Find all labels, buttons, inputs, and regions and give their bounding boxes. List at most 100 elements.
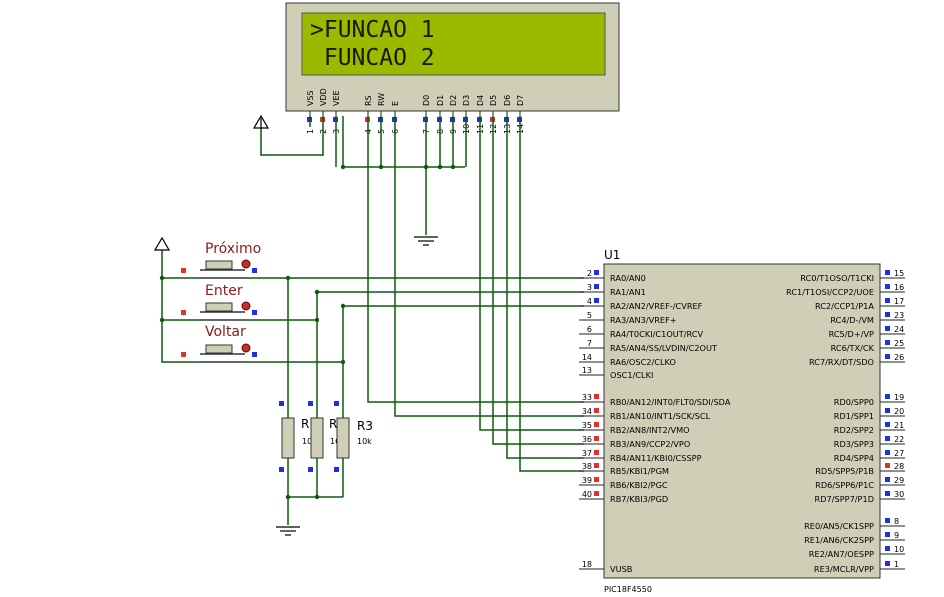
mcu-pin-number: 13 (582, 366, 592, 375)
lcd-pin-label: D6 (503, 95, 512, 106)
lcd-pin-number: 1 (306, 129, 315, 134)
lcd-line-2: FUNCAO 2 (310, 45, 435, 71)
mcu-pin-label: RA3/AN3/VREF+ (610, 315, 677, 325)
mcu-pin-marker (885, 422, 890, 427)
mcu-pin-label: RA2/AN2/VREF-/CVREF (610, 301, 703, 311)
mcu-pin-marker (885, 270, 890, 275)
resistor-r3[interactable]: R3 10k (334, 401, 373, 472)
mcu-pin-marker (594, 284, 599, 289)
mcu-pin-marker (885, 532, 890, 537)
resistor-r2[interactable]: R 10 (308, 401, 340, 472)
button-voltar[interactable]: Voltar (181, 324, 257, 363)
junctions (159, 164, 456, 500)
junction (450, 164, 456, 170)
wires (161, 116, 584, 525)
mcu-pin-label: RE2/AN7/OESPP (809, 549, 874, 559)
resistor-value: 10 (330, 437, 340, 446)
mcu-pin-label: RC5/D+/VP (829, 329, 874, 339)
junction (314, 289, 320, 295)
mcu-pin-number: 24 (894, 325, 904, 334)
wire-e-rb1 (394, 116, 584, 417)
lcd-pin-label: E (391, 101, 400, 106)
mcu-pin-label: RB2/AN8/INT2/VMO (610, 425, 690, 435)
button-indicator-icon (241, 343, 251, 353)
resistor-r1[interactable]: R 10 (279, 401, 312, 472)
resistor-body (281, 417, 295, 459)
junction (378, 164, 384, 170)
wire-rs-rb0 (367, 116, 584, 403)
mcu-pin-label: RD1/SPP1 (834, 411, 874, 421)
mcu-pin-marker (885, 491, 890, 496)
mcu-pin-number: 16 (894, 283, 904, 292)
mcu-pin-number: 10 (894, 545, 904, 554)
wire-d4-rb2 (479, 116, 584, 431)
button-enter[interactable]: Enter (181, 283, 257, 321)
mcu-pin-label: RE1/AN6/CK2SPP (804, 535, 874, 545)
lcd-pin-label: D3 (462, 95, 471, 106)
mcu-pin-label: RC4/D-/VM (830, 315, 874, 325)
mcu-part: PIC18F4550 (604, 585, 652, 594)
resistor-body (336, 417, 350, 459)
mcu-pin-label: RA6/OSC2/CLKO (610, 357, 676, 367)
mcu-pin-marker (885, 354, 890, 359)
wire-d7-rb5 (519, 116, 584, 472)
mcu-pin-number: 14 (582, 353, 592, 362)
junction (285, 275, 291, 281)
mcu-pin-number: 29 (894, 476, 904, 485)
junction (314, 494, 320, 500)
mcu-pin-label: RC1/T1OSI/CCP2/UOE (786, 287, 874, 297)
mcu-pin-number: 25 (894, 339, 904, 348)
mcu-pin-label: RD6/SPP6/P1C (815, 480, 874, 490)
mcu-pin-number: 39 (582, 476, 592, 485)
ground-symbol-lcd (414, 236, 438, 246)
mcu-pin-label: RB6/KBI2/PGC (610, 480, 668, 490)
junction (340, 164, 346, 170)
resistor-value: 10 (302, 437, 312, 446)
mcu-pin-label: RD0/SPP0 (834, 397, 874, 407)
mcu-pin-marker (885, 436, 890, 441)
junction (340, 303, 346, 309)
mcu-pin-marker (594, 298, 599, 303)
mcu-pin-label: RC6/TX/CK (831, 343, 875, 353)
lcd-pin-label: D0 (422, 95, 431, 106)
mcu-pin-number: 36 (582, 435, 592, 444)
mcu-pin-label: RA1/AN1 (610, 287, 646, 297)
mcu-pin-label: RD2/SPP2 (834, 425, 874, 435)
lcd-module[interactable]: >FUNCAO 1 FUNCAO 2 VSS1VDD2VEE3RS4RW5E6D… (285, 2, 620, 134)
button-label: Voltar (205, 324, 246, 340)
button-indicator-icon (241, 259, 251, 269)
mcu-pin-marker (594, 422, 599, 427)
lcd-pin-label: VDD (319, 88, 328, 106)
lcd-pin-label: D5 (489, 95, 498, 106)
resistor-value: 10k (357, 437, 372, 446)
mcu-pin-number: 3 (587, 283, 592, 292)
mcu-pin-number: 34 (582, 407, 592, 416)
mcu-pin-marker (885, 477, 890, 482)
mcu-pin-label: RE0/AN5/CK1SPP (804, 521, 874, 531)
lcd-screen (301, 12, 606, 76)
mcu-pin-label: RA0/AN0 (610, 273, 646, 283)
ground-symbol-resistors (276, 526, 300, 536)
power-arrow-icon (153, 236, 171, 251)
mcu-pin-marker (594, 270, 599, 275)
mcu-pin-label: RC2/CCP1/P1A (815, 301, 874, 311)
mcu-pin-label: RB1/AN10/INT1/SCK/SCL (610, 411, 711, 421)
mcu-pin-label: RC7/RX/DT/SDO (809, 357, 874, 367)
mcu-pin-number: 33 (582, 393, 592, 402)
mcu-pin-label: RA5/AN4/SS/LVDIN/C2OUT (610, 343, 718, 353)
mcu-pin-label: OSC1/CLKI (610, 370, 653, 380)
mcu-pin-marker (885, 312, 890, 317)
button-proximo[interactable]: Próximo (181, 241, 261, 279)
mcu-pin-marker (885, 340, 890, 345)
mcu-pin-number: 19 (894, 393, 904, 402)
mcu-pin-number: 5 (587, 311, 592, 320)
mcu-pin-marker (885, 326, 890, 331)
junction (340, 359, 346, 365)
mcu-pin-number: 27 (894, 449, 904, 458)
mcu-right-pins: 15RC0/T1OSO/T1CKI16RC1/T1OSI/CCP2/UOE17R… (786, 269, 905, 574)
wire-vdd-power (260, 116, 324, 156)
button-label: Próximo (205, 241, 261, 257)
mcu-pin-marker (594, 394, 599, 399)
